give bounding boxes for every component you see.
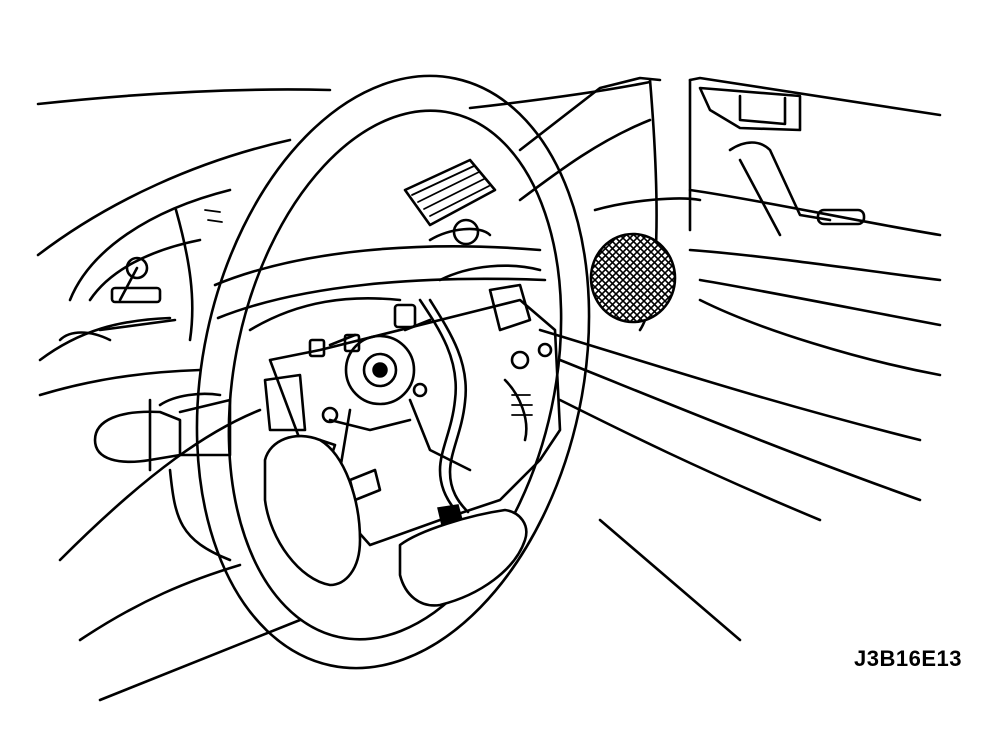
turn-signal-stalk	[93, 392, 232, 562]
figure-code: J3B16E13	[854, 646, 962, 671]
air-vent	[403, 158, 497, 246]
door-panel	[593, 76, 942, 377]
horn-pads	[263, 434, 528, 607]
speaker-grille	[589, 232, 677, 324]
steering-wheel-rim	[195, 74, 591, 670]
upper-spoke	[213, 245, 547, 332]
wire-harness	[418, 298, 470, 526]
dashboard	[36, 76, 922, 702]
instrument-cluster	[58, 188, 232, 342]
